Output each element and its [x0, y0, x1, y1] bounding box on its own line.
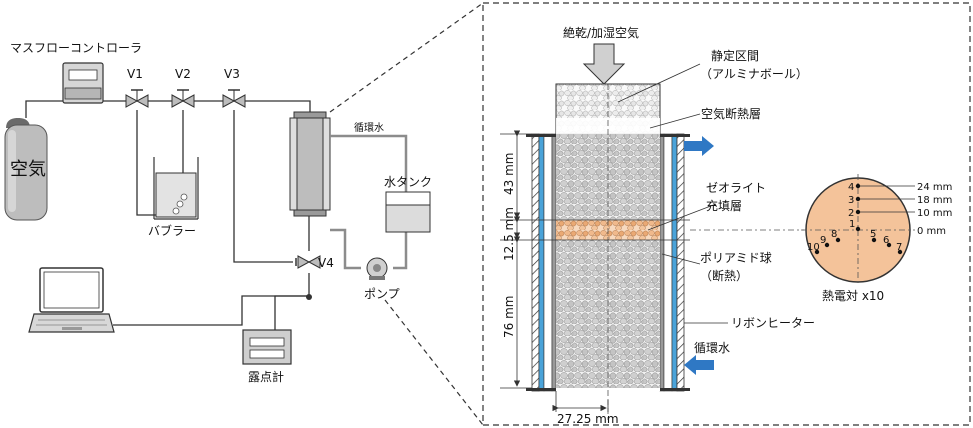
valve-v1: V1	[125, 67, 149, 108]
detail-panel: 絶乾/加湿空気	[482, 2, 971, 426]
water-lines	[330, 134, 408, 270]
dim-12-5-label: 12.5 mm	[502, 207, 516, 261]
polyamide-label-1: ポリアミド球	[700, 251, 772, 265]
dim-43-label: 43 mm	[502, 153, 516, 195]
tc-number-6: 6	[883, 235, 889, 246]
dew-point-meter: 露点計	[242, 329, 292, 384]
mfc-label: マスフローコントローラ	[10, 41, 142, 55]
tc-number-10: 10	[807, 242, 820, 253]
laptop	[28, 267, 115, 333]
process-flow: マスフローコントローラ 空気	[4, 2, 484, 426]
dew-point-meter-label: 露点計	[248, 369, 284, 384]
air-label: 空気	[10, 159, 46, 180]
ribbon-heater-label: リボンヒーター	[731, 316, 815, 330]
tc-number-9: 9	[820, 235, 826, 246]
valve-v2: V2	[171, 67, 195, 108]
zoom-lines	[329, 2, 484, 426]
zeolite-label-2: 充填層	[706, 198, 742, 213]
rectifier-label-2: （アルミナボール）	[700, 67, 808, 81]
water-in-arrow	[684, 355, 714, 375]
tc-height-24: 24 mm	[917, 182, 952, 193]
water-tank-label: 水タンク	[384, 175, 432, 189]
valve-v3-label: V3	[224, 67, 240, 81]
valve-v4-label: V4	[318, 256, 334, 270]
circulating-water-left-label: 循環水	[354, 121, 384, 134]
pump: ポンプ	[364, 257, 400, 301]
polyamide-label-2: （断熱）	[700, 268, 748, 283]
leader-lines	[617, 63, 728, 324]
zeolite-label-1: ゼオライト	[706, 181, 766, 195]
tc-number-2: 2	[848, 208, 854, 219]
thermocouple-caption: 熱電対 x10	[822, 289, 884, 303]
water-out-arrow	[684, 136, 714, 156]
circulating-water-right-label: 循環水	[694, 341, 730, 355]
column-detail	[500, 83, 690, 420]
tc-number-7: 7	[896, 242, 902, 253]
column-small	[289, 111, 331, 217]
thermocouple-section: 4 3 2 1 5 6 7 8 9 10 24 mm 18 mm 10 mm 0…	[801, 174, 952, 303]
inlet-air-label: 絶乾/加湿空気	[563, 25, 639, 40]
thermocouple-points	[814, 183, 903, 255]
dim-width-label: 27.25 mm	[557, 412, 619, 426]
valve-v2-label: V2	[175, 67, 191, 81]
mass-flow-controller	[62, 62, 104, 104]
tc-number-4: 4	[848, 182, 854, 193]
bubbler: バブラー	[148, 157, 199, 238]
tc-number-1: 1	[849, 219, 855, 230]
tc-number-8: 8	[831, 229, 837, 240]
height-leaders	[860, 185, 915, 213]
tc-height-18: 18 mm	[917, 195, 952, 206]
tc-number-3: 3	[848, 195, 854, 206]
tc-height-10: 10 mm	[917, 208, 952, 219]
dim-76-label: 76 mm	[502, 296, 516, 338]
air-insulation-label: 空気断熱層	[701, 106, 761, 121]
tc-number-5: 5	[870, 229, 876, 240]
tc-height-0: 0 mm	[917, 226, 946, 237]
valve-v3: V3	[222, 67, 246, 108]
pump-label: ポンプ	[364, 287, 400, 301]
inlet-arrow	[582, 43, 626, 85]
rectifier-label-1: 静定区間	[711, 48, 759, 63]
bubbler-label: バブラー	[148, 223, 196, 238]
dimension-lines	[513, 130, 609, 412]
water-tank: 水タンク	[384, 175, 432, 233]
valve-v4: V4	[295, 255, 334, 270]
air-cylinder: 空気	[4, 118, 48, 221]
valve-v1-label: V1	[127, 67, 143, 81]
